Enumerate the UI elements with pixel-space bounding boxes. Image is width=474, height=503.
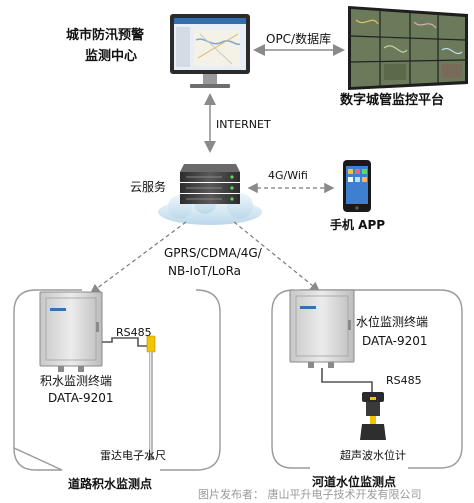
wifi-link-label: 4G/Wifi: [268, 169, 308, 182]
cloud-server-icon: [158, 164, 262, 225]
radar-water-gauge-icon: [146, 335, 156, 460]
app-label: 手机 APP: [330, 218, 386, 232]
rs485-right-label: RS485: [386, 374, 422, 387]
left-site-frame: [13, 289, 221, 471]
internet-label: INTERNET: [216, 118, 271, 131]
left-terminal-label-line1: 积水监测终端: [40, 374, 113, 388]
rs485-left-label: RS485: [116, 326, 152, 339]
smartphone-icon: [343, 160, 371, 212]
radar-gauge-label: 雷达电子水尺: [100, 449, 166, 462]
protocol-label-line1: GPRS/CDMA/4G/: [164, 246, 262, 260]
right-terminal-label-line1: 水位监测终端: [356, 315, 429, 329]
left-terminal-cabinet-icon: [39, 291, 103, 372]
ultrasonic-level-meter-icon: [360, 392, 386, 440]
monitor-icon: [170, 14, 250, 88]
center-title-line2: 监测中心: [85, 49, 138, 64]
opc-link-label: OPC/数据库: [266, 32, 332, 46]
right-site-label: 河道水位监测点: [312, 475, 397, 489]
right-terminal-label-line2: DATA-9201: [362, 334, 428, 348]
video-wall-icon: [348, 6, 468, 90]
right-terminal-cabinet-icon: [289, 289, 355, 368]
ultrasonic-label: 超声波水位计: [340, 449, 406, 462]
cloud-label: 云服务: [130, 180, 167, 194]
left-terminal-label-line2: DATA-9201: [48, 391, 114, 405]
protocol-label-line2: NB-IoT/LoRa: [168, 264, 242, 278]
watermark-text: 图片发布者： 唐山平升电子技术开发有限公司: [198, 488, 422, 501]
platform-label: 数字城管监控平台: [340, 93, 445, 108]
right-site-frame: [271, 289, 463, 469]
center-title-line1: 城市防汛预警: [66, 28, 145, 43]
left-site-label: 道路积水监测点: [68, 477, 153, 491]
